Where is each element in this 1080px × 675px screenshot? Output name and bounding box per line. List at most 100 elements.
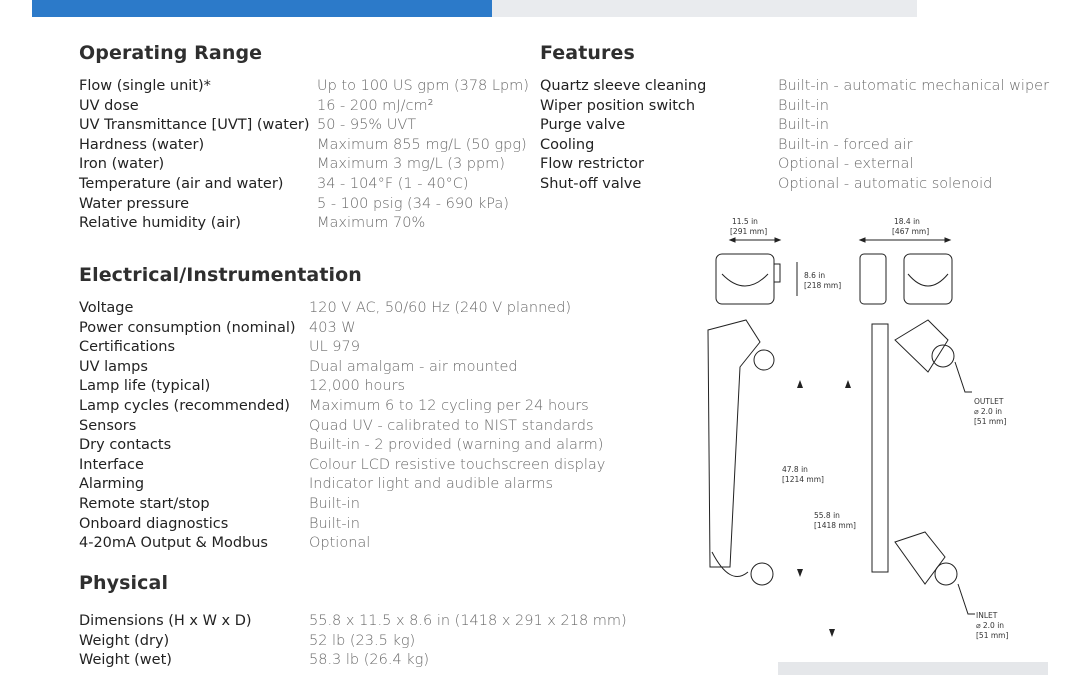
spec-value: Optional - automatic solenoid <box>778 175 993 192</box>
arrow-up-icon <box>845 380 851 388</box>
spec-row: Sensors Quad UV - calibrated to NIST stan… <box>79 417 605 437</box>
spec-value: Optional - external <box>778 156 914 173</box>
spec-row: Flow (single unit)*Up to 100 US gpm (378… <box>79 77 529 97</box>
spec-label: Water pressure <box>79 195 190 212</box>
outlet-diameter-mm: [51 mm] <box>974 417 1006 426</box>
side-outlet-port <box>753 349 775 371</box>
front-top-manifold <box>894 319 949 373</box>
arrow-down-icon <box>797 569 803 577</box>
spec-row: Cooling Built-in - forced air <box>540 136 1049 156</box>
spec-value: 16 - 200 mJ/cm² <box>317 97 434 114</box>
spec-value: Built-in - automatic mechanical wiper <box>778 78 1050 94</box>
spec-value: 12,000 hours <box>309 378 406 395</box>
spec-value: Maximum 855 mg/L (50 gpg) <box>317 136 527 153</box>
spec-label: Interface <box>79 456 144 473</box>
spec-value: Indicator light and audible alarms <box>309 476 554 493</box>
spec-value: Maximum 3 mg/L (3 ppm) <box>317 156 505 173</box>
depth-in: 8.6 in <box>804 271 825 280</box>
spec-row: Alarming Indicator light and audible alar… <box>79 475 605 495</box>
spec-label: Weight (dry) <box>79 632 170 649</box>
header-grey-bar <box>492 0 917 17</box>
electrical-title: Electrical/Instrumentation <box>79 264 362 286</box>
spec-label: Relative humidity (air) <box>79 215 241 232</box>
side-body <box>707 319 761 568</box>
spec-label: Wiper position switch <box>540 97 696 114</box>
spec-value: 52 lb (23.5 kg) <box>309 632 416 649</box>
spec-row: Purge valve Built-in <box>540 116 1049 136</box>
spec-label: 4-20mA Output & Modbus <box>79 535 268 552</box>
front-width-mm: [467 mm] <box>892 227 929 236</box>
footer-grey-bar <box>778 662 1048 675</box>
spec-row: Dimensions (H x W x D)55.8 x 11.5 x 8.6 … <box>79 612 627 632</box>
outlet-callout-line <box>954 361 972 393</box>
side-head-detail <box>721 273 769 287</box>
spec-value: Colour LCD resistive touchscreen display <box>309 456 606 473</box>
spec-row: Power consumption (nominal)403 W <box>79 319 605 339</box>
spec-row: Hardness (water) Maximum 855 mg/L (50 gpg… <box>79 136 529 156</box>
arrow-icon <box>728 237 736 243</box>
spec-row: Voltage 120 V AC, 50/60 Hz (240 V planned… <box>79 299 605 319</box>
total-height-in: 55.8 in <box>814 511 840 520</box>
spec-label: Lamp life (typical) <box>79 378 211 395</box>
front-inlet-port <box>934 562 958 586</box>
spec-value: Built-in <box>778 117 829 134</box>
spec-row: Flow restrictor Optional - external <box>540 155 1049 175</box>
spec-label: Alarming <box>79 476 145 493</box>
side-inlet-port <box>750 562 774 586</box>
spec-value: Quad UV - calibrated to NIST standards <box>309 417 594 434</box>
side-base <box>711 551 749 577</box>
side-head-fan <box>773 263 781 283</box>
body-height-mm: [1214 mm] <box>782 475 824 484</box>
spec-value: Built-in <box>309 495 360 512</box>
spec-value: Built-in - forced air <box>778 136 913 153</box>
front-head-left <box>859 253 887 305</box>
operating-range-title: Operating Range <box>79 42 263 64</box>
front-head-detail <box>907 273 949 287</box>
total-height-mm: [1418 mm] <box>814 521 856 530</box>
spec-label: Hardness (water) <box>79 136 205 153</box>
spec-row: UV Transmittance [UVT] (water)50 - 95% U… <box>79 116 529 136</box>
front-column <box>871 323 889 573</box>
spec-value: Built-in <box>778 97 829 114</box>
spec-row: Temperature (air and water)34 - 104°F (1… <box>79 175 529 195</box>
arrow-icon <box>774 237 782 243</box>
physical-title: Physical <box>79 572 169 594</box>
inlet-callout-line <box>957 583 975 615</box>
spec-row: Weight (dry) 52 lb (23.5 kg) <box>79 632 627 652</box>
operating-range-table: Flow (single unit)*Up to 100 US gpm (378… <box>79 77 529 234</box>
spec-row: Wiper position switch Built-in <box>540 97 1049 117</box>
spec-label: Purge valve <box>540 117 626 134</box>
spec-label: Sensors <box>79 417 137 434</box>
spec-label: Flow restrictor <box>540 156 644 173</box>
outlet-diameter-in: ⌀ 2.0 in <box>974 407 1002 416</box>
spec-row: Lamp life (typical) 12,000 hours <box>79 377 605 397</box>
side-width-in: 11.5 in <box>732 217 758 226</box>
spec-row: Lamp cycles (recommended) Maximum 6 to 12… <box>79 397 605 417</box>
spec-label: Weight (wet) <box>79 652 172 669</box>
spec-label: Certifications <box>79 339 176 356</box>
spec-label: Cooling <box>540 136 595 153</box>
arrow-up-icon <box>797 380 803 388</box>
spec-label: UV lamps <box>79 358 148 375</box>
spec-label: Lamp cycles (recommended) <box>79 397 290 414</box>
spec-value: 403 W <box>309 319 356 336</box>
spec-label: Flow (single unit)* <box>79 78 211 94</box>
spec-row: Certifications UL 979 <box>79 338 605 358</box>
spec-value: Maximum 70% <box>317 215 426 232</box>
electrical-table: Voltage 120 V AC, 50/60 Hz (240 V planned… <box>79 299 605 554</box>
header-accent-bar <box>32 0 492 17</box>
spec-value: 120 V AC, 50/60 Hz (240 V planned) <box>309 300 572 316</box>
spec-label: Voltage <box>79 300 134 316</box>
spec-label: UV Transmittance [UVT] (water) <box>79 117 310 134</box>
dimension-diagram: 11.5 in [291 mm] 18.4 in [467 mm] 8.6 in… <box>707 217 1008 640</box>
spec-value: UL 979 <box>309 339 360 356</box>
spec-value: Maximum 6 to 12 cycling per 24 hours <box>309 397 589 414</box>
spec-row: Iron (water)Maximum 3 mg/L (3 ppm) <box>79 155 529 175</box>
